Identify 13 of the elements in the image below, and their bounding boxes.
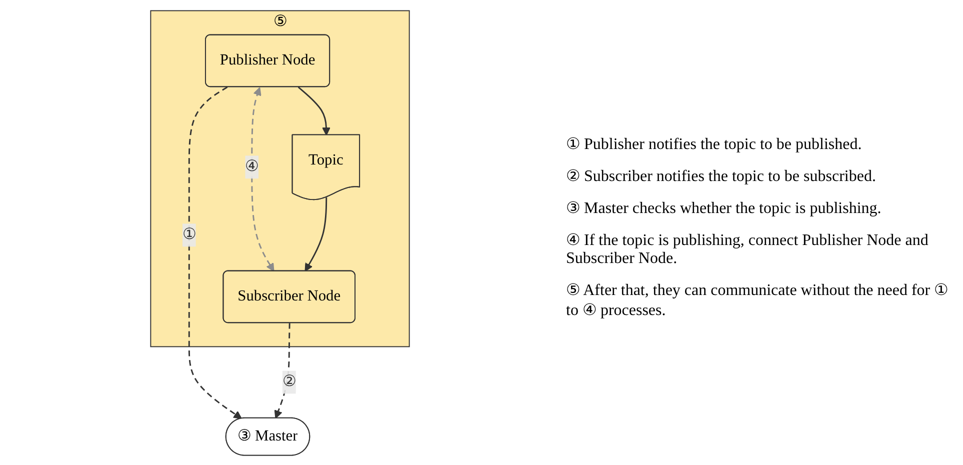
- note-text: ⑤ After that, they can communicate without the need for ① to ④ processes.: [566, 280, 950, 320]
- arrow: [298, 86, 330, 136]
- note-text: ③ Master checks whether the topic is publishing.: [566, 198, 882, 218]
- edge-label: ④: [245, 158, 259, 174]
- edge-label: ①: [182, 226, 196, 242]
- note-text: ① Publisher notifies the topic to be published.: [566, 134, 863, 154]
- arrow: [188, 86, 242, 418]
- arrow: [304, 196, 328, 272]
- arrow: [251, 86, 274, 272]
- edge-label: ②: [282, 373, 296, 390]
- note-text: ② Subscriber notifies the topic to be subscribed.: [566, 166, 877, 186]
- arrow: [274, 322, 290, 418]
- note-text: ④ If the topic is publishing, connect Publisher Node and Subscriber Node.: [566, 230, 930, 268]
